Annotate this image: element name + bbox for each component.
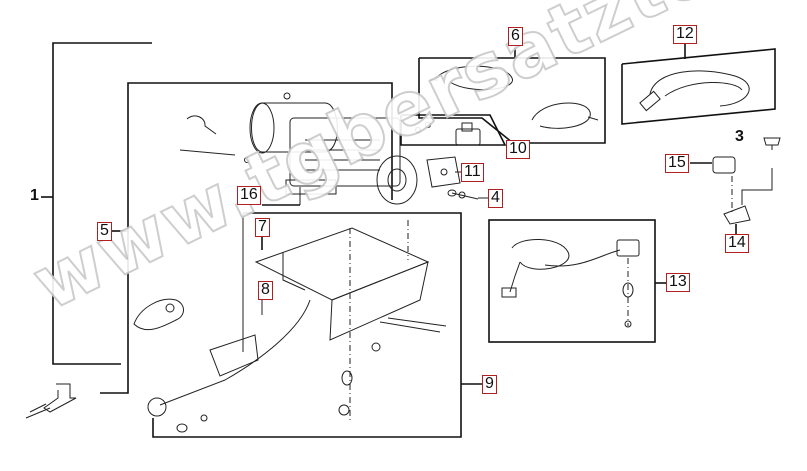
part-4-bolt xyxy=(447,189,488,200)
callout-9: 9 xyxy=(482,375,497,394)
frame-13-remote-wiring xyxy=(488,219,666,343)
bracket-1 xyxy=(40,42,152,365)
mount-plate-parts xyxy=(25,220,447,433)
callout-4: 4 xyxy=(488,189,503,208)
parts-3-14-15 xyxy=(690,137,781,234)
frame-6-cable-set xyxy=(418,46,606,144)
callout-8: 8 xyxy=(258,281,273,300)
callout-5: 5 xyxy=(97,222,112,241)
bracket-5-winch-assembly xyxy=(100,82,393,394)
bracket-9-mount-plate xyxy=(152,212,482,438)
callout-7: 7 xyxy=(255,218,270,237)
callout-13: 13 xyxy=(666,273,690,292)
callout-1: 1 xyxy=(28,188,41,207)
callout-3: 3 xyxy=(733,129,746,148)
winch-small-parts xyxy=(133,115,236,331)
frame-10-switch xyxy=(400,114,507,146)
frame-12-cable-set xyxy=(621,44,776,125)
callout-6: 6 xyxy=(508,27,523,46)
callout-14: 14 xyxy=(725,234,749,253)
callout-16: 16 xyxy=(237,186,261,205)
callout-12: 12 xyxy=(673,25,697,44)
callout-10: 10 xyxy=(506,140,530,159)
winch-drum-motor xyxy=(244,92,418,206)
callout-15: 15 xyxy=(665,154,689,173)
callout-11: 11 xyxy=(461,163,484,182)
